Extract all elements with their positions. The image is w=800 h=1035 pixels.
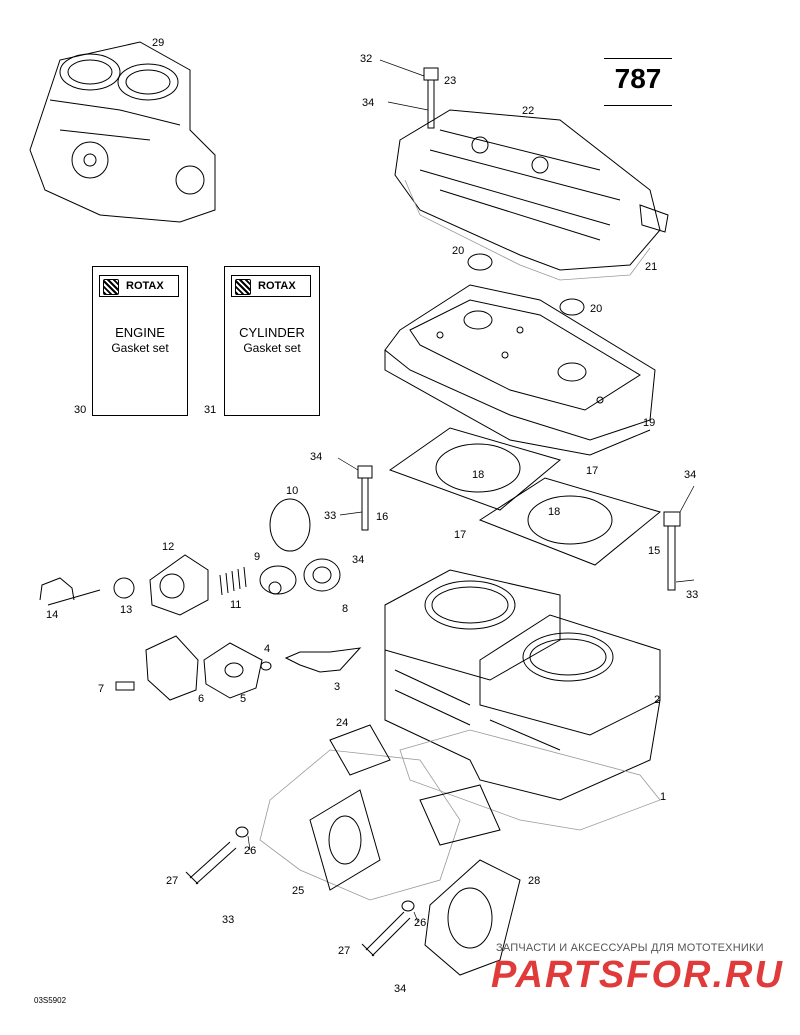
valve-bellows[interactable] xyxy=(145,635,199,701)
svg-text:17: 17 xyxy=(586,465,598,477)
svg-text:23: 23 xyxy=(444,75,456,87)
svg-text:1: 1 xyxy=(660,791,666,803)
svg-text:27: 27 xyxy=(338,945,350,957)
drawing-code: 03S5902 xyxy=(34,996,67,1005)
svg-text:26: 26 xyxy=(244,845,256,857)
washer[interactable] xyxy=(401,900,415,912)
screw[interactable] xyxy=(115,681,135,691)
svg-text:34: 34 xyxy=(684,469,696,481)
svg-text:8: 8 xyxy=(342,603,348,615)
svg-text:6: 6 xyxy=(198,693,204,705)
svg-text:7: 7 xyxy=(98,683,104,695)
svg-text:22: 22 xyxy=(522,105,534,117)
callout-labels: 29 32 23 34 22 20 21 20 19 34 10 16 33 1… xyxy=(46,37,698,995)
svg-text:3: 3 xyxy=(334,681,340,693)
head-cover-gasket[interactable] xyxy=(404,179,651,281)
rotax-brand: ROTAX xyxy=(99,275,179,297)
svg-text:31: 31 xyxy=(204,404,216,416)
valve-cover[interactable] xyxy=(149,554,209,616)
clip-spring[interactable] xyxy=(39,577,101,606)
o-ring[interactable] xyxy=(467,253,493,271)
svg-text:33: 33 xyxy=(686,589,698,601)
cylinder-head-cover[interactable] xyxy=(394,109,669,271)
svg-text:16: 16 xyxy=(376,511,388,523)
bolt[interactable] xyxy=(361,911,411,957)
cylinder-head-gasket[interactable] xyxy=(388,427,562,511)
exhaust-gasket[interactable] xyxy=(309,724,501,891)
svg-text:14: 14 xyxy=(46,609,58,621)
svg-text:19: 19 xyxy=(643,417,655,429)
watermark-brand[interactable]: PARTSFOR.RU xyxy=(491,954,784,996)
svg-text:15: 15 xyxy=(648,545,660,557)
svg-text:28: 28 xyxy=(528,875,540,887)
svg-text:4: 4 xyxy=(264,643,270,655)
book-title: ENGINE xyxy=(115,325,165,340)
svg-text:27: 27 xyxy=(166,875,178,887)
svg-text:9: 9 xyxy=(254,551,260,563)
svg-text:10: 10 xyxy=(286,485,298,497)
rotax-logo-icon xyxy=(235,279,251,295)
svg-text:29: 29 xyxy=(152,37,164,49)
model-number: 787 xyxy=(604,58,672,106)
o-ring[interactable] xyxy=(269,498,311,552)
svg-text:12: 12 xyxy=(162,541,174,553)
svg-text:34: 34 xyxy=(394,983,406,995)
svg-text:33: 33 xyxy=(222,914,234,926)
valve-piston[interactable] xyxy=(259,565,297,595)
o-ring[interactable] xyxy=(559,298,585,316)
svg-text:32: 32 xyxy=(360,53,372,65)
cylinder-head[interactable] xyxy=(384,284,656,456)
svg-text:17: 17 xyxy=(454,529,466,541)
bolt[interactable] xyxy=(357,465,373,531)
washer[interactable] xyxy=(235,826,249,838)
svg-text:34: 34 xyxy=(310,451,322,463)
svg-text:25: 25 xyxy=(292,885,304,897)
svg-text:13: 13 xyxy=(120,604,132,616)
svg-text:2: 2 xyxy=(654,694,660,706)
valve-housing[interactable] xyxy=(303,558,341,592)
valve-cap[interactable] xyxy=(113,577,135,599)
rotax-brand: ROTAX xyxy=(231,275,311,297)
bolt[interactable] xyxy=(663,511,681,591)
spring[interactable] xyxy=(219,566,247,596)
svg-text:18: 18 xyxy=(472,469,484,481)
book-subtitle: Gasket set xyxy=(243,341,301,355)
rotax-logo-icon xyxy=(103,279,119,295)
svg-text:20: 20 xyxy=(590,303,602,315)
bolt[interactable] xyxy=(185,841,237,885)
o-ring[interactable] xyxy=(260,661,272,671)
book-title: CYLINDER xyxy=(239,325,305,340)
book-subtitle: Gasket set xyxy=(111,341,169,355)
svg-text:5: 5 xyxy=(240,693,246,705)
exhaust-manifold[interactable] xyxy=(259,749,461,901)
svg-text:20: 20 xyxy=(452,245,464,257)
watermark-caption: ЗАПЧАСТИ И АКСЕССУАРЫ ДЛЯ МОТОТЕХНИКИ xyxy=(496,942,764,954)
svg-text:26: 26 xyxy=(414,917,426,929)
svg-text:33: 33 xyxy=(324,510,336,522)
svg-text:21: 21 xyxy=(645,261,657,273)
svg-text:18: 18 xyxy=(548,506,560,518)
cylinder-gasket-set-book[interactable]: ROTAX CYLINDER Gasket set xyxy=(224,266,320,416)
svg-text:34: 34 xyxy=(362,97,374,109)
svg-text:24: 24 xyxy=(336,717,348,729)
svg-text:30: 30 xyxy=(74,404,86,416)
cylinder-block[interactable] xyxy=(384,569,661,801)
engine-block-illustration[interactable] xyxy=(29,41,216,223)
cylinder-head-gasket[interactable] xyxy=(478,477,662,566)
svg-text:34: 34 xyxy=(352,554,364,566)
engine-gasket-set-book[interactable]: ROTAX ENGINE Gasket set xyxy=(92,266,188,416)
valve-gasket[interactable] xyxy=(203,642,263,699)
leader-lines xyxy=(247,59,695,923)
exhaust-flange-gasket[interactable] xyxy=(424,859,521,976)
svg-text:11: 11 xyxy=(230,599,241,611)
rave-valve[interactable] xyxy=(284,647,362,673)
cylinder-base-gasket[interactable] xyxy=(399,729,661,831)
